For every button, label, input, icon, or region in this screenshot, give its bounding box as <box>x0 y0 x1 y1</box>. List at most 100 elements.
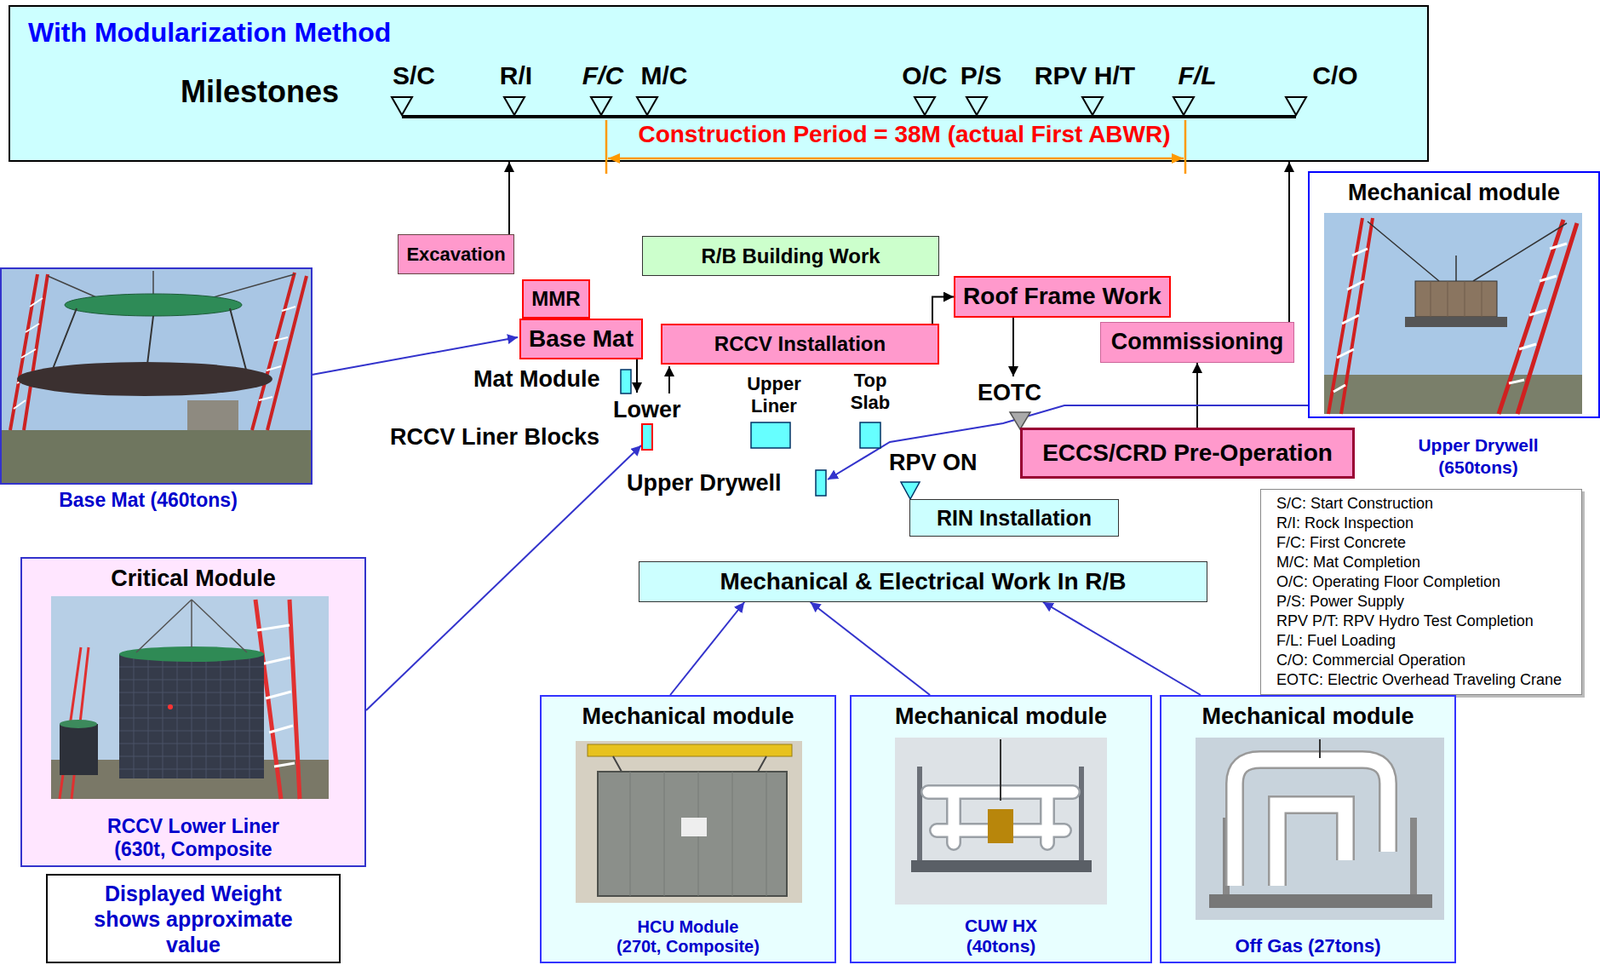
process-box: Excavation <box>397 234 515 275</box>
milestone-label: P/S <box>960 61 1002 92</box>
milestone-label: S/C <box>392 61 436 92</box>
photo-illustration-part <box>119 653 264 779</box>
photo-illustration-part <box>1195 737 1445 920</box>
node-caption: Off Gas (27tons) <box>1234 934 1381 957</box>
label-holder: Top Slab <box>840 369 901 414</box>
process-bar: R/B Building Work <box>642 235 940 276</box>
label-holder: Upper Liner <box>743 372 805 418</box>
node-title: RIN Installation <box>936 505 1092 531</box>
module-marker <box>751 422 791 448</box>
photo-illustration-part <box>1234 759 1388 886</box>
callout-label: Upper Drywell <box>626 470 782 497</box>
base-mat-photo <box>0 268 312 484</box>
callout-label: Upper Drywell (650tons) <box>1403 434 1554 479</box>
photo-illustration-part <box>1415 281 1497 317</box>
abbreviation-key: S/C: Start ConstructionR/I: Rock Inspect… <box>1260 488 1583 695</box>
key-entry: C/O: Commercial Operation <box>1276 650 1466 671</box>
connector-arrow <box>1288 161 1291 322</box>
photo-illustration-part <box>613 756 767 772</box>
photo-illustration-part <box>1508 243 1567 384</box>
photo-illustration-part <box>59 723 98 775</box>
milestone-triangle <box>1009 412 1031 430</box>
label-holder: Lower <box>613 396 699 424</box>
node-title: Excavation <box>406 243 505 265</box>
node-title: Mechanical module <box>1347 179 1560 207</box>
module-marker <box>860 422 881 448</box>
label-holder: S/C <box>354 61 474 92</box>
milestone-timeline-part-part <box>504 97 525 115</box>
photo-illustration-part <box>681 817 707 837</box>
milestone-triangle <box>900 481 920 499</box>
module-panel: Mechanical moduleOff Gas (27tons) <box>1159 694 1457 964</box>
key-entry: R/I: Rock Inspection <box>1276 513 1414 534</box>
key-entry: F/C: First Concrete <box>1276 533 1406 553</box>
milestone-label: O/C <box>901 61 947 92</box>
base-mat-photo-part <box>13 298 43 409</box>
node-title: RCCV Installation <box>714 332 886 356</box>
photo-illustration-part <box>1318 739 1321 758</box>
milestone-timeline-part-part <box>966 97 987 115</box>
photo-illustration-part <box>894 737 1107 905</box>
photo-illustration-part <box>1324 374 1583 414</box>
milestone-label: M/C <box>641 61 689 92</box>
node-title: Commissioning <box>1111 328 1285 356</box>
process-bar: Mechanical & Electrical Work In R/B <box>638 561 1208 603</box>
process-box: Commissioning <box>1100 321 1295 363</box>
label-holder: Upper Drywell (650tons) <box>1403 434 1554 479</box>
base-mat-photo-part <box>258 306 296 401</box>
milestone-timeline-part <box>607 157 1184 161</box>
photo-illustration-part <box>136 599 247 653</box>
photo-illustration-part <box>1367 221 1567 282</box>
milestone-timeline-part-part <box>590 97 612 115</box>
module-panel: Critical ModuleRCCV Lower Liner (630t, C… <box>20 556 367 867</box>
milestone-timeline-part <box>605 120 608 174</box>
label-holder: R/I <box>456 61 576 92</box>
photo-illustration-part <box>1333 248 1368 392</box>
connector-arrow <box>1196 362 1199 428</box>
key-entry: O/C: Operating Floor Completion <box>1276 572 1501 592</box>
node-title: Displayed Weight shows approximate value <box>81 880 305 958</box>
photo-illustration-part <box>1328 217 1373 414</box>
milestone-timeline-part-part <box>391 97 413 115</box>
node-caption: HCU Module (270t, Composite) <box>614 917 763 957</box>
base-mat-photo-part <box>64 293 242 316</box>
photo-illustration-part <box>59 719 98 729</box>
photo-illustration-part <box>587 744 792 757</box>
photo-illustration-part <box>167 704 173 710</box>
base-mat-photo-part <box>17 361 273 396</box>
photo-illustration-part <box>1209 894 1433 908</box>
node-title: ECCS/CRD Pre-Operation <box>1042 439 1333 467</box>
connector-arrow <box>508 161 511 235</box>
milestone-label: R/I <box>499 61 533 92</box>
milestone-timeline-part-part <box>914 97 935 115</box>
key-entry: S/C: Start Construction <box>1276 493 1434 514</box>
module-marker <box>815 470 826 496</box>
flow-arrow <box>636 359 638 393</box>
milestone-timeline-part-part <box>1285 97 1307 115</box>
label-holder: RCCV Liner Blocks <box>389 424 637 451</box>
milestone-timeline-part <box>1184 120 1188 174</box>
milestone-label: F/L <box>1178 61 1217 92</box>
callout-label: Construction Period = 38M (actual First … <box>635 120 1173 149</box>
photo-illustration-part <box>630 771 767 896</box>
node-caption: CUW HX (40tons) <box>950 915 1053 957</box>
key-entry: F/L: Fuel Loading <box>1276 630 1396 651</box>
photo-illustration-part <box>1405 316 1508 327</box>
node-title: Mechanical module <box>581 703 794 730</box>
base-mat-photo-part <box>1 430 311 483</box>
callout-label: Lower <box>613 396 682 424</box>
module-marker <box>642 424 653 450</box>
milestone-label: F/C <box>582 61 624 92</box>
node-title: Mechanical module <box>894 703 1107 730</box>
label-holder: C/O <box>1275 61 1395 92</box>
milestone-timeline-part-part <box>1173 97 1194 115</box>
process-bar: RCCV Installation <box>660 323 940 365</box>
note-box: Displayed Weight shows approximate value <box>45 873 341 964</box>
milestone-label: C/O <box>1312 61 1358 92</box>
process-box: MMR <box>521 279 591 319</box>
milestone-timeline-part <box>401 114 1297 119</box>
module-panel: Mechanical moduleCUW HX (40tons) <box>849 694 1153 964</box>
label-holder: Construction Period = 38M (actual First … <box>606 120 1203 149</box>
base-mat-photo-part <box>187 400 239 431</box>
connector-arrow <box>810 602 930 695</box>
